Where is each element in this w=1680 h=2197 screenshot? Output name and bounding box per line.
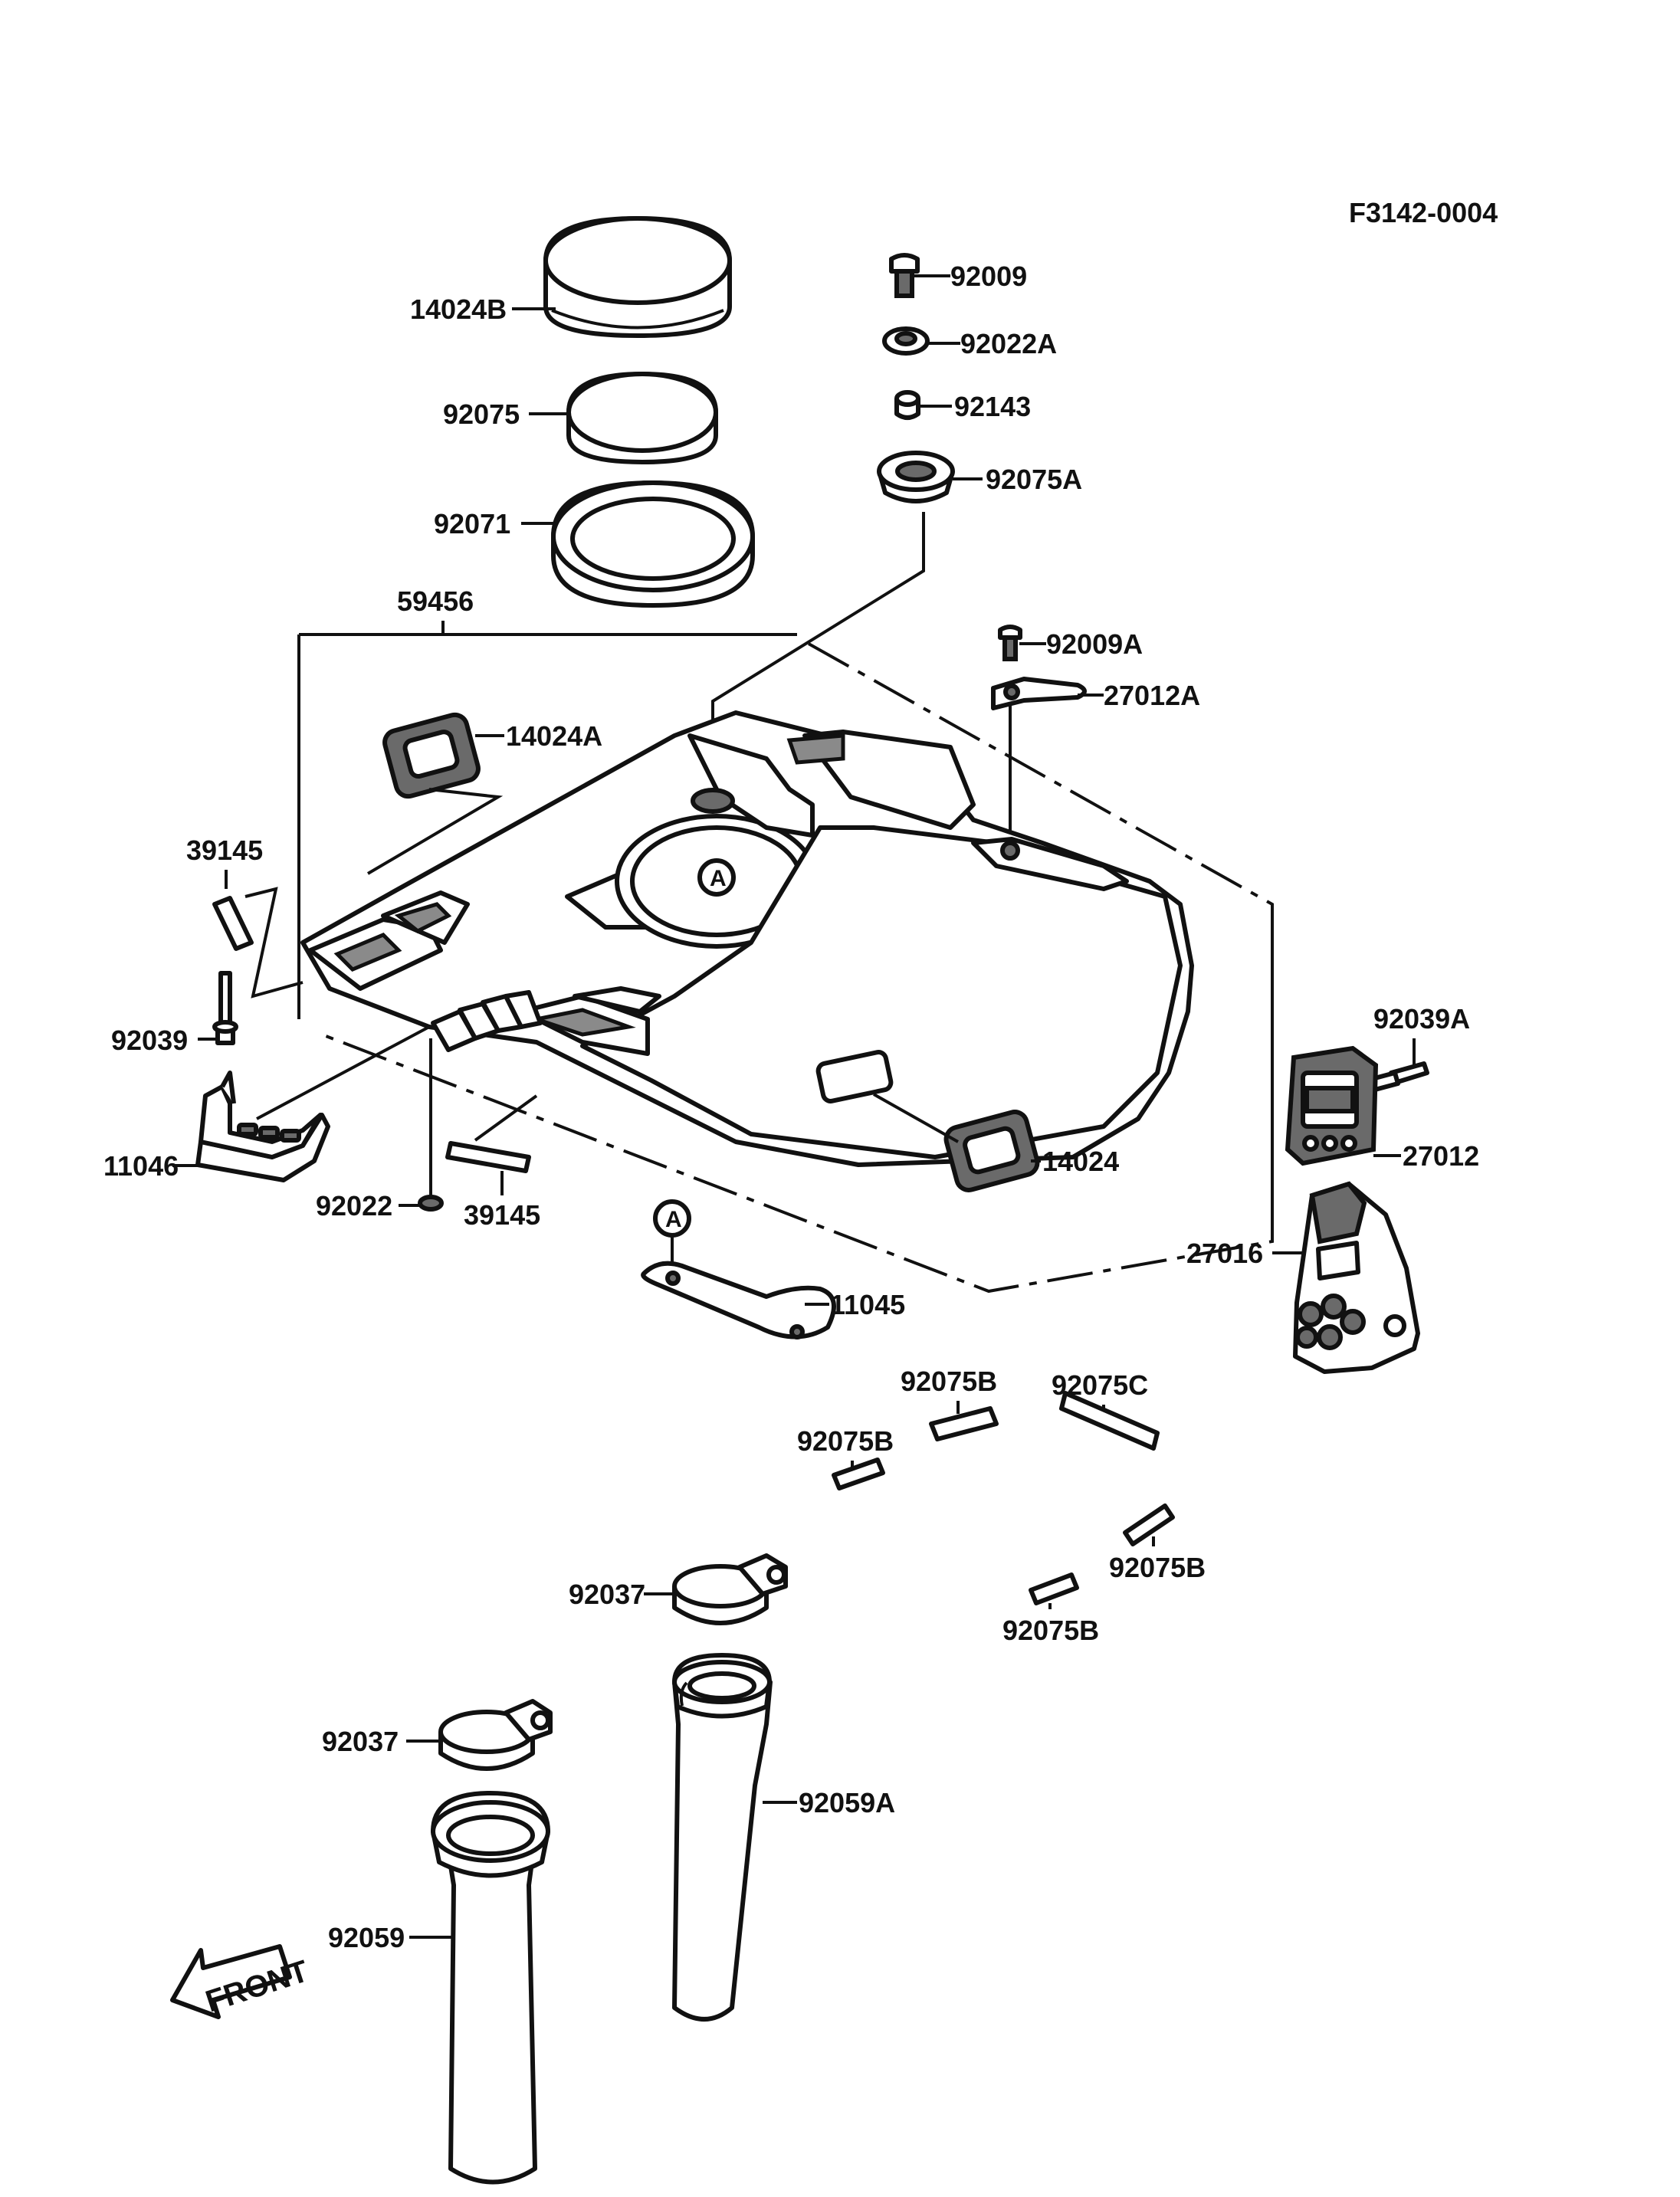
label-14024A: 14024A [506, 720, 602, 752]
part-92143 [894, 390, 920, 420]
label-92037-lower: 92037 [322, 1726, 399, 1757]
label-39145-top: 39145 [186, 835, 263, 866]
part-11045 [641, 1261, 836, 1340]
label-27012: 27012 [1403, 1140, 1479, 1172]
label-92075B-3: 92075B [1109, 1552, 1206, 1583]
label-92075B-4: 92075B [1002, 1615, 1099, 1646]
label-14024B: 14024B [410, 293, 507, 325]
part-92075C [1059, 1391, 1160, 1451]
part-92059 [431, 1791, 550, 2185]
part-92075B-4 [1029, 1572, 1079, 1605]
label-27012A: 27012A [1104, 680, 1200, 711]
label-92039: 92039 [111, 1025, 188, 1056]
label-11045: 11045 [830, 1289, 905, 1320]
part-39145-top [212, 896, 254, 951]
part-92071 [551, 480, 755, 608]
part-27016 [1293, 1181, 1420, 1374]
part-92022A [882, 326, 930, 356]
label-92022: 92022 [316, 1190, 392, 1221]
label-92039A: 92039A [1373, 1003, 1470, 1035]
part-14024 [943, 1110, 1040, 1192]
label-39145-bottom: 39145 [464, 1199, 540, 1231]
part-59456-cover [300, 710, 1194, 1167]
label-27016: 27016 [1186, 1238, 1263, 1269]
part-92039A [1370, 1061, 1429, 1092]
label-11046: 11046 [103, 1150, 179, 1182]
label-92022A: 92022A [960, 328, 1057, 359]
label-59456: 59456 [397, 585, 474, 617]
part-92059A [672, 1653, 773, 2022]
label-92071: 92071 [434, 508, 510, 539]
label-92059: 92059 [328, 1922, 405, 1953]
part-92075 [566, 372, 718, 464]
part-14024A [382, 712, 481, 799]
part-92022 [418, 1195, 444, 1212]
part-14024B [543, 216, 732, 338]
label-14024: 14024 [1042, 1146, 1119, 1177]
part-27012A [991, 677, 1087, 710]
part-39145-bottom [445, 1141, 531, 1173]
part-92009A [998, 625, 1022, 661]
label-92075A: 92075A [986, 464, 1082, 495]
part-92009 [889, 253, 920, 298]
label-92075B-1: 92075B [901, 1366, 997, 1397]
label-92037-upper: 92037 [569, 1579, 645, 1610]
front-arrow-icon [170, 1944, 292, 2019]
label-92143: 92143 [954, 391, 1031, 422]
label-92075B-2: 92075B [797, 1425, 894, 1457]
part-92037-lower [438, 1699, 553, 1771]
part-92039 [212, 971, 238, 1045]
part-92075B-2 [832, 1458, 885, 1490]
label-92009: 92009 [950, 261, 1027, 292]
label-92075: 92075 [443, 398, 520, 430]
part-92075A [877, 451, 955, 503]
part-27012 [1285, 1045, 1379, 1166]
ref-marker-A-plate: A [665, 1207, 682, 1232]
label-92009A: 92009A [1046, 628, 1143, 660]
ref-marker-A-cover: A [710, 866, 727, 891]
part-92037-upper [672, 1553, 788, 1625]
reference-code: F3142-0004 [1349, 197, 1498, 228]
part-92075B-3 [1123, 1503, 1175, 1546]
label-92059A: 92059A [799, 1787, 895, 1818]
part-92075B-1 [929, 1406, 999, 1441]
part-11046 [195, 1071, 330, 1182]
